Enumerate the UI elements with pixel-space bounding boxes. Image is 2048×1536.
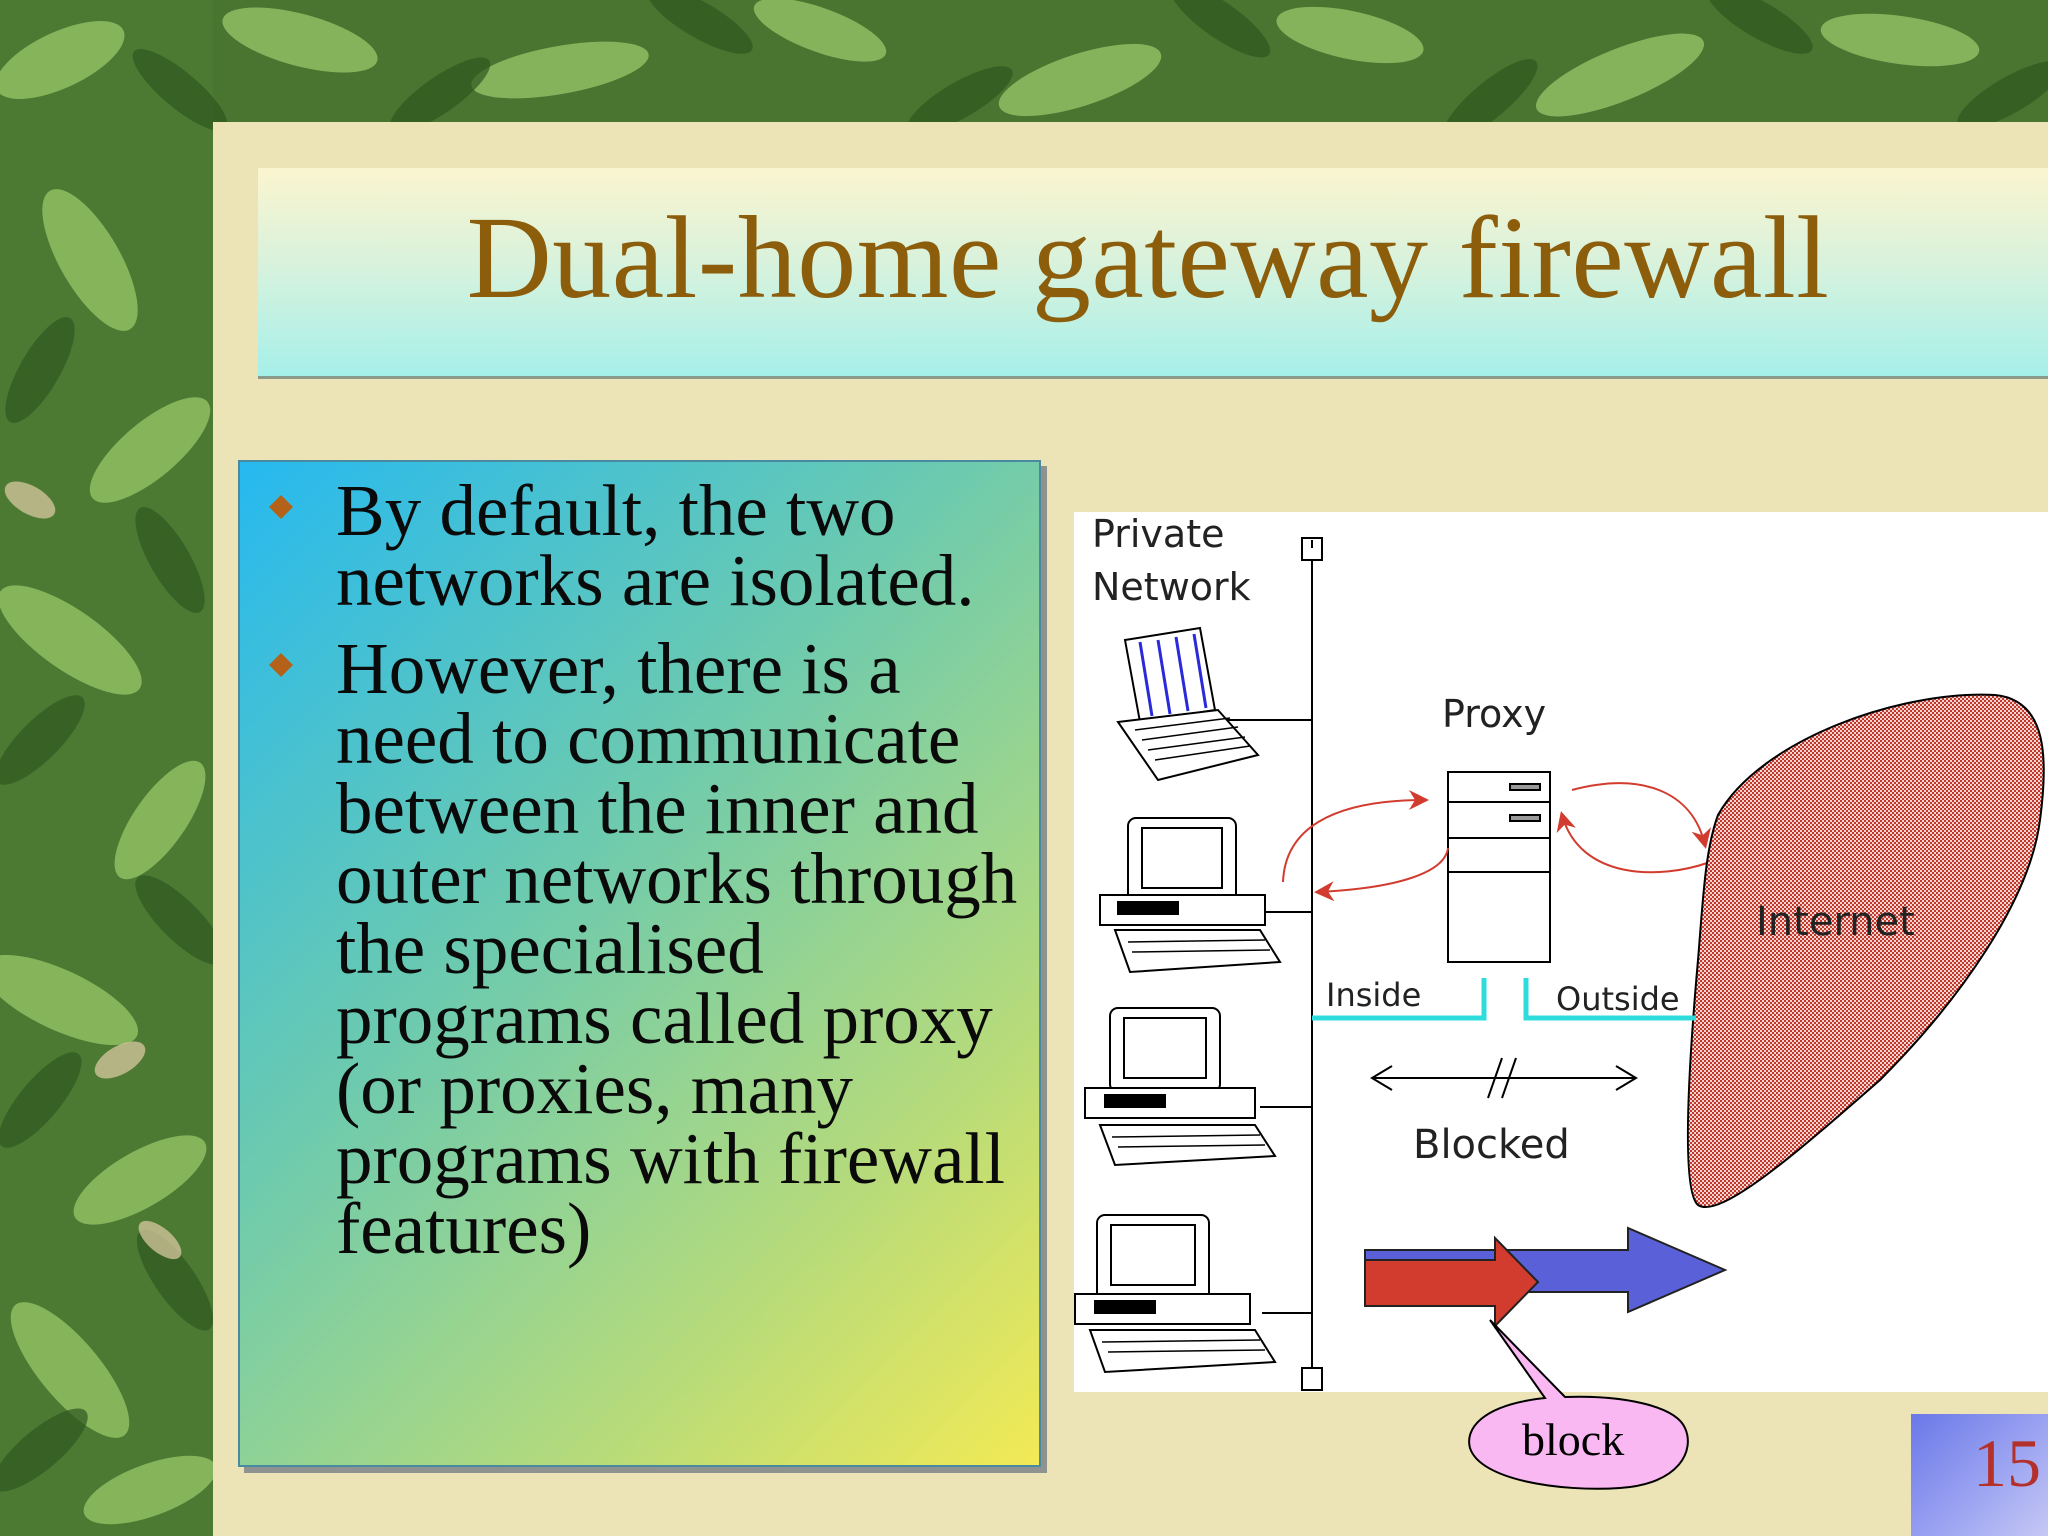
bullet-textbox [238, 460, 1041, 1467]
red-blocked-arrow [1364, 1235, 1540, 1329]
desktop-computer-icon [1084, 1007, 1277, 1167]
communication-arrows [1282, 782, 1712, 902]
bullet-text: By default, the two networks are isolate… [336, 470, 975, 621]
diamond-bullet-icon [269, 653, 293, 677]
title-band [258, 168, 2048, 379]
bullet-list: By default, the two networks are isolate… [268, 474, 1028, 1282]
network-interfaces [1312, 978, 1696, 1021]
page-number: 15 [1973, 1425, 2041, 1501]
proxy-server-icon [1447, 771, 1551, 963]
internet-cloud-shape [1686, 693, 2045, 1208]
blocked-arrow [1370, 1057, 1638, 1099]
bullet-item: However, there is a need to communicate … [268, 632, 1028, 1265]
internet-label: Internet [1756, 899, 1915, 945]
bullet-text: However, there is a need to communicate … [336, 628, 1018, 1269]
diamond-bullet-icon [269, 495, 293, 519]
outside-label: Outside [1556, 980, 1680, 1018]
slide-title-text: Dual-home gateway firewall [466, 192, 1830, 323]
private-network-label-line1: Private [1092, 512, 1224, 556]
desktop-computer-icon [1099, 817, 1282, 974]
network-bus [1225, 537, 1323, 1391]
blocked-label: Blocked [1413, 1122, 1570, 1168]
desktop-computer-icon [1074, 1214, 1277, 1374]
block-callout-label: block [1522, 1414, 1624, 1465]
page-number-box [1911, 1414, 2048, 1536]
slide-title: Dual-home gateway firewall [0, 0, 2040, 376]
inside-label: Inside [1326, 976, 1421, 1014]
private-network-label-line2: Network [1092, 565, 1251, 609]
block-callout-bubble [1468, 1319, 1689, 1490]
laptop-icon [1116, 626, 1260, 782]
bullet-item: By default, the two networks are isolate… [268, 474, 1028, 617]
proxy-label: Proxy [1442, 692, 1546, 736]
